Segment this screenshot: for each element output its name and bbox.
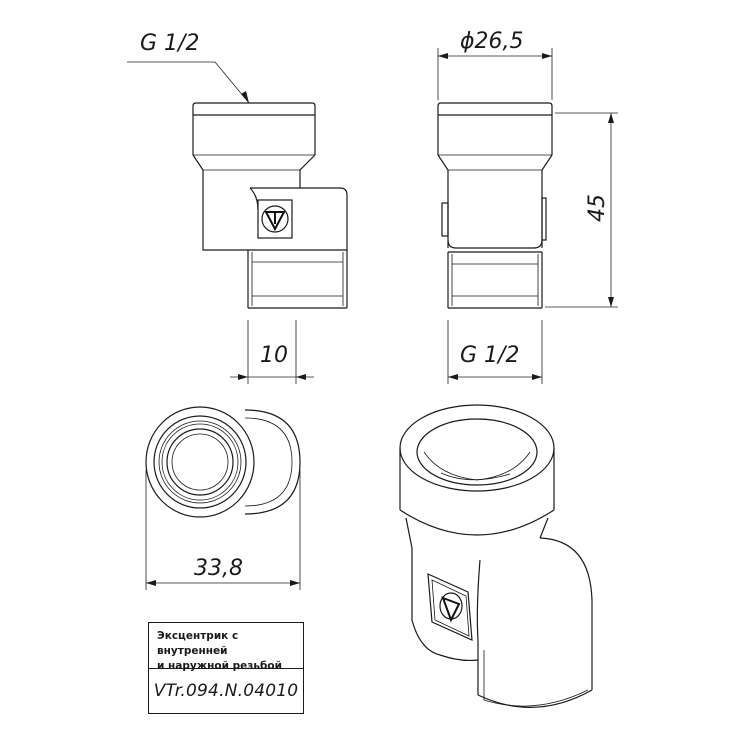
description-line-1: Эксцентрик с внутренней — [157, 630, 239, 657]
side-view — [437, 102, 553, 309]
top-view — [145, 406, 301, 518]
width-label: 33,8 — [194, 556, 243, 581]
offset-dimension: 10 — [230, 320, 314, 384]
thread-top-label: G 1/2 — [140, 31, 199, 56]
height-dimension: 45 — [545, 112, 618, 308]
brand-logo-icon — [261, 205, 289, 233]
offset-label: 10 — [260, 343, 288, 368]
isometric-view — [399, 404, 593, 708]
thread-bottom-label: G 1/2 — [460, 343, 519, 368]
diameter-dimension: ϕ26,5 — [437, 29, 553, 100]
diameter-label: ϕ26,5 — [460, 29, 524, 54]
title-block: Эксцентрик с внутренней и наружной резьб… — [148, 622, 304, 714]
iso-brand-logo-icon — [439, 592, 463, 623]
thread-top-callout: G 1/2 — [127, 31, 250, 104]
part-description: Эксцентрик с внутренней и наружной резьб… — [149, 623, 303, 672]
description-line-2: и наружной резьбой — [157, 660, 282, 672]
width-dimension: 33,8 — [145, 470, 301, 590]
front-view — [192, 102, 348, 309]
thread-bottom-dimension: G 1/2 — [447, 320, 543, 384]
height-label: 45 — [585, 194, 610, 222]
part-code: VTr.094.N.04010 — [153, 681, 299, 701]
